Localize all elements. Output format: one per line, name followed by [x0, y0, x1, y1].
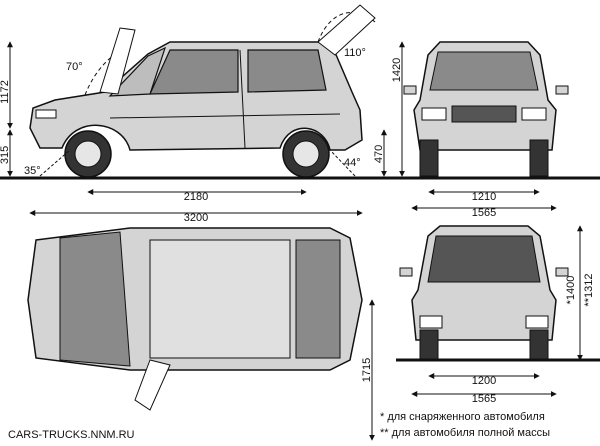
front-wheel-left — [419, 139, 439, 177]
rear-view: *1400 **1312 1200 1565 — [396, 225, 600, 405]
rear-wheel-right — [529, 329, 549, 361]
top-view: 1715 — [27, 227, 375, 441]
watermark: CARS-TRUCKS.NNM.RU — [8, 429, 135, 441]
label-length: 3200 — [184, 212, 208, 224]
side-windshield — [108, 46, 167, 97]
side-headlight — [35, 109, 57, 119]
hatch-open-outline — [317, 4, 376, 56]
front-headlight-right — [521, 107, 547, 121]
side-rear-quarter-window — [247, 49, 327, 93]
footnote-2: ** для автомобиля полной массы — [380, 427, 550, 439]
label-rear-width: 1565 — [472, 393, 496, 405]
label-front-height: 1420 — [391, 58, 403, 82]
label-wheelbase: 2180 — [184, 191, 208, 203]
rear-wheel-left — [419, 329, 439, 361]
side-sill-line — [109, 113, 341, 119]
approach-angle-line — [39, 149, 71, 177]
front-grille — [451, 105, 517, 123]
front-headlight-left — [421, 107, 447, 121]
front-mirror-left — [403, 85, 417, 95]
front-mirror-right — [555, 85, 569, 95]
top-windshield — [59, 231, 131, 367]
label-rear-height-1: *1400 — [565, 276, 577, 305]
side-front-wheel-rim — [74, 140, 102, 168]
top-roof — [149, 239, 291, 359]
rear-mirror-left — [399, 267, 413, 277]
footnote-1: * для снаряженного автомобиля — [380, 411, 545, 423]
front-windshield — [429, 51, 539, 91]
label-rear-height: 470 — [373, 145, 385, 163]
side-door-line — [239, 49, 246, 149]
label-front-width: 1565 — [472, 207, 496, 219]
front-view: 1420 1210 1565 — [391, 41, 569, 219]
front-wheel-right — [529, 139, 549, 177]
label-door-swing: 1715 — [361, 358, 373, 382]
rear-mirror-right — [555, 267, 569, 277]
top-open-door — [134, 359, 171, 411]
rear-window — [427, 235, 541, 283]
door-open-arc — [84, 44, 131, 96]
label-rear-height-2: **1312 — [583, 273, 595, 306]
side-view: 1172 315 470 2180 3200 70° 110° 35° 44° — [0, 4, 600, 224]
label-door-angle: 70° — [66, 61, 83, 73]
label-approach-angle: 35° — [24, 165, 41, 177]
side-door-window — [149, 49, 239, 95]
label-clearance: 315 — [0, 146, 11, 164]
rear-lamp-left — [419, 315, 443, 329]
label-departure-angle: 44° — [344, 157, 361, 169]
door-open-outline — [99, 27, 136, 95]
departure-angle-line — [329, 149, 356, 177]
rear-lamp-right — [525, 315, 549, 329]
top-rear-window — [295, 239, 341, 359]
side-rear-wheel-rim — [292, 140, 320, 168]
label-height-roof: 1172 — [0, 80, 11, 104]
label-rear-track: 1200 — [472, 375, 496, 387]
label-front-track: 1210 — [472, 191, 496, 203]
label-hatch-angle: 110° — [344, 47, 366, 59]
